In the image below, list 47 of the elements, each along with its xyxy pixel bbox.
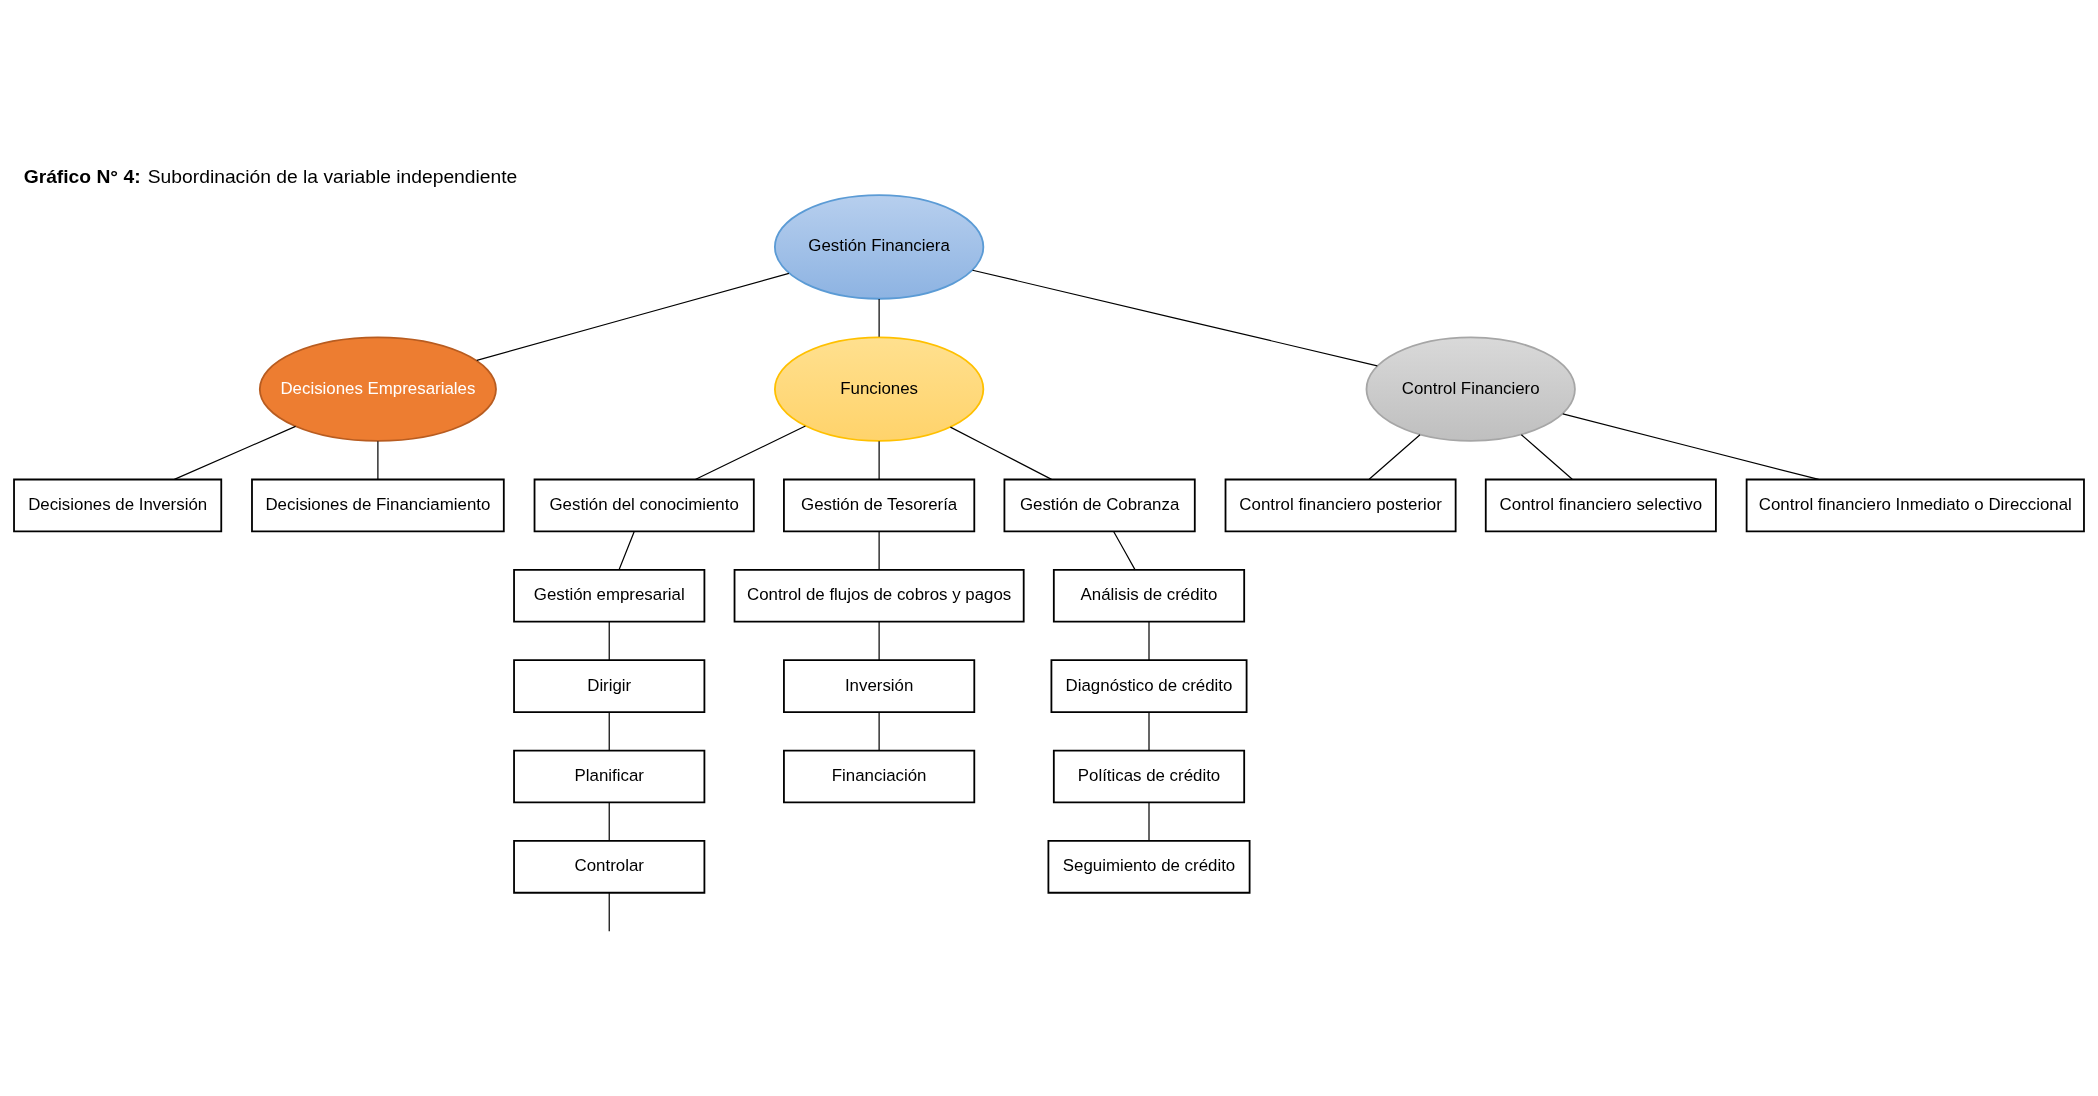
connector <box>878 711 880 752</box>
node-box: Gestión del conocimiento <box>533 478 755 533</box>
connector <box>608 621 610 661</box>
connector <box>878 440 880 481</box>
node-box: Control de flujos de cobros y pagos <box>733 568 1025 623</box>
node-ellipse: Gestión Financiera <box>774 194 985 300</box>
connector <box>476 272 790 361</box>
node-box: Inversión <box>783 659 976 713</box>
connector <box>377 440 379 481</box>
node-ellipse: Control Financiero <box>1365 336 1576 442</box>
node-ellipse: Decisiones Empresariales <box>258 336 497 442</box>
connector <box>949 426 1053 480</box>
node-box: Gestión empresarial <box>513 568 706 623</box>
node-box: Control financiero selectivo <box>1484 478 1717 533</box>
node-box: Decisiones de Financiamiento <box>251 478 505 533</box>
node-box: Controlar <box>513 840 706 894</box>
node-box: Gestión de Cobranza <box>1003 478 1196 533</box>
node-box: Control financiero Inmediato o Direccional <box>1745 478 2085 533</box>
node-box: Políticas de crédito <box>1052 749 1246 804</box>
connector <box>694 425 807 481</box>
node-box: Análisis de crédito <box>1052 568 1246 623</box>
connector <box>608 802 610 842</box>
node-box: Diagnóstico de crédito <box>1050 659 1248 713</box>
connector <box>1148 802 1150 842</box>
connector <box>1148 621 1150 661</box>
connector <box>608 711 610 752</box>
node-ellipse: Funciones <box>774 336 985 442</box>
connector <box>618 530 635 571</box>
node-box: Gestión de Tesorería <box>783 478 976 533</box>
connector <box>173 425 297 480</box>
node-box: Dirigir <box>513 659 706 713</box>
node-box: Decisiones de Inversión <box>13 478 223 533</box>
connector <box>878 298 880 338</box>
connector <box>1520 434 1573 480</box>
connector <box>1148 711 1150 752</box>
node-box: Planificar <box>513 749 706 804</box>
connector <box>878 621 880 661</box>
node-box: Control financiero posterior <box>1224 478 1457 533</box>
connector <box>878 530 880 571</box>
node-box: Financiación <box>783 749 976 804</box>
connector <box>608 892 610 932</box>
connector <box>1113 530 1136 571</box>
diagram-title: Gráfico N° 4: Subordinación de la variable independiente <box>23 165 518 187</box>
connector <box>1562 413 1820 481</box>
connector <box>1368 434 1421 480</box>
connector <box>971 269 1378 367</box>
node-box: Seguimiento de crédito <box>1047 840 1251 894</box>
